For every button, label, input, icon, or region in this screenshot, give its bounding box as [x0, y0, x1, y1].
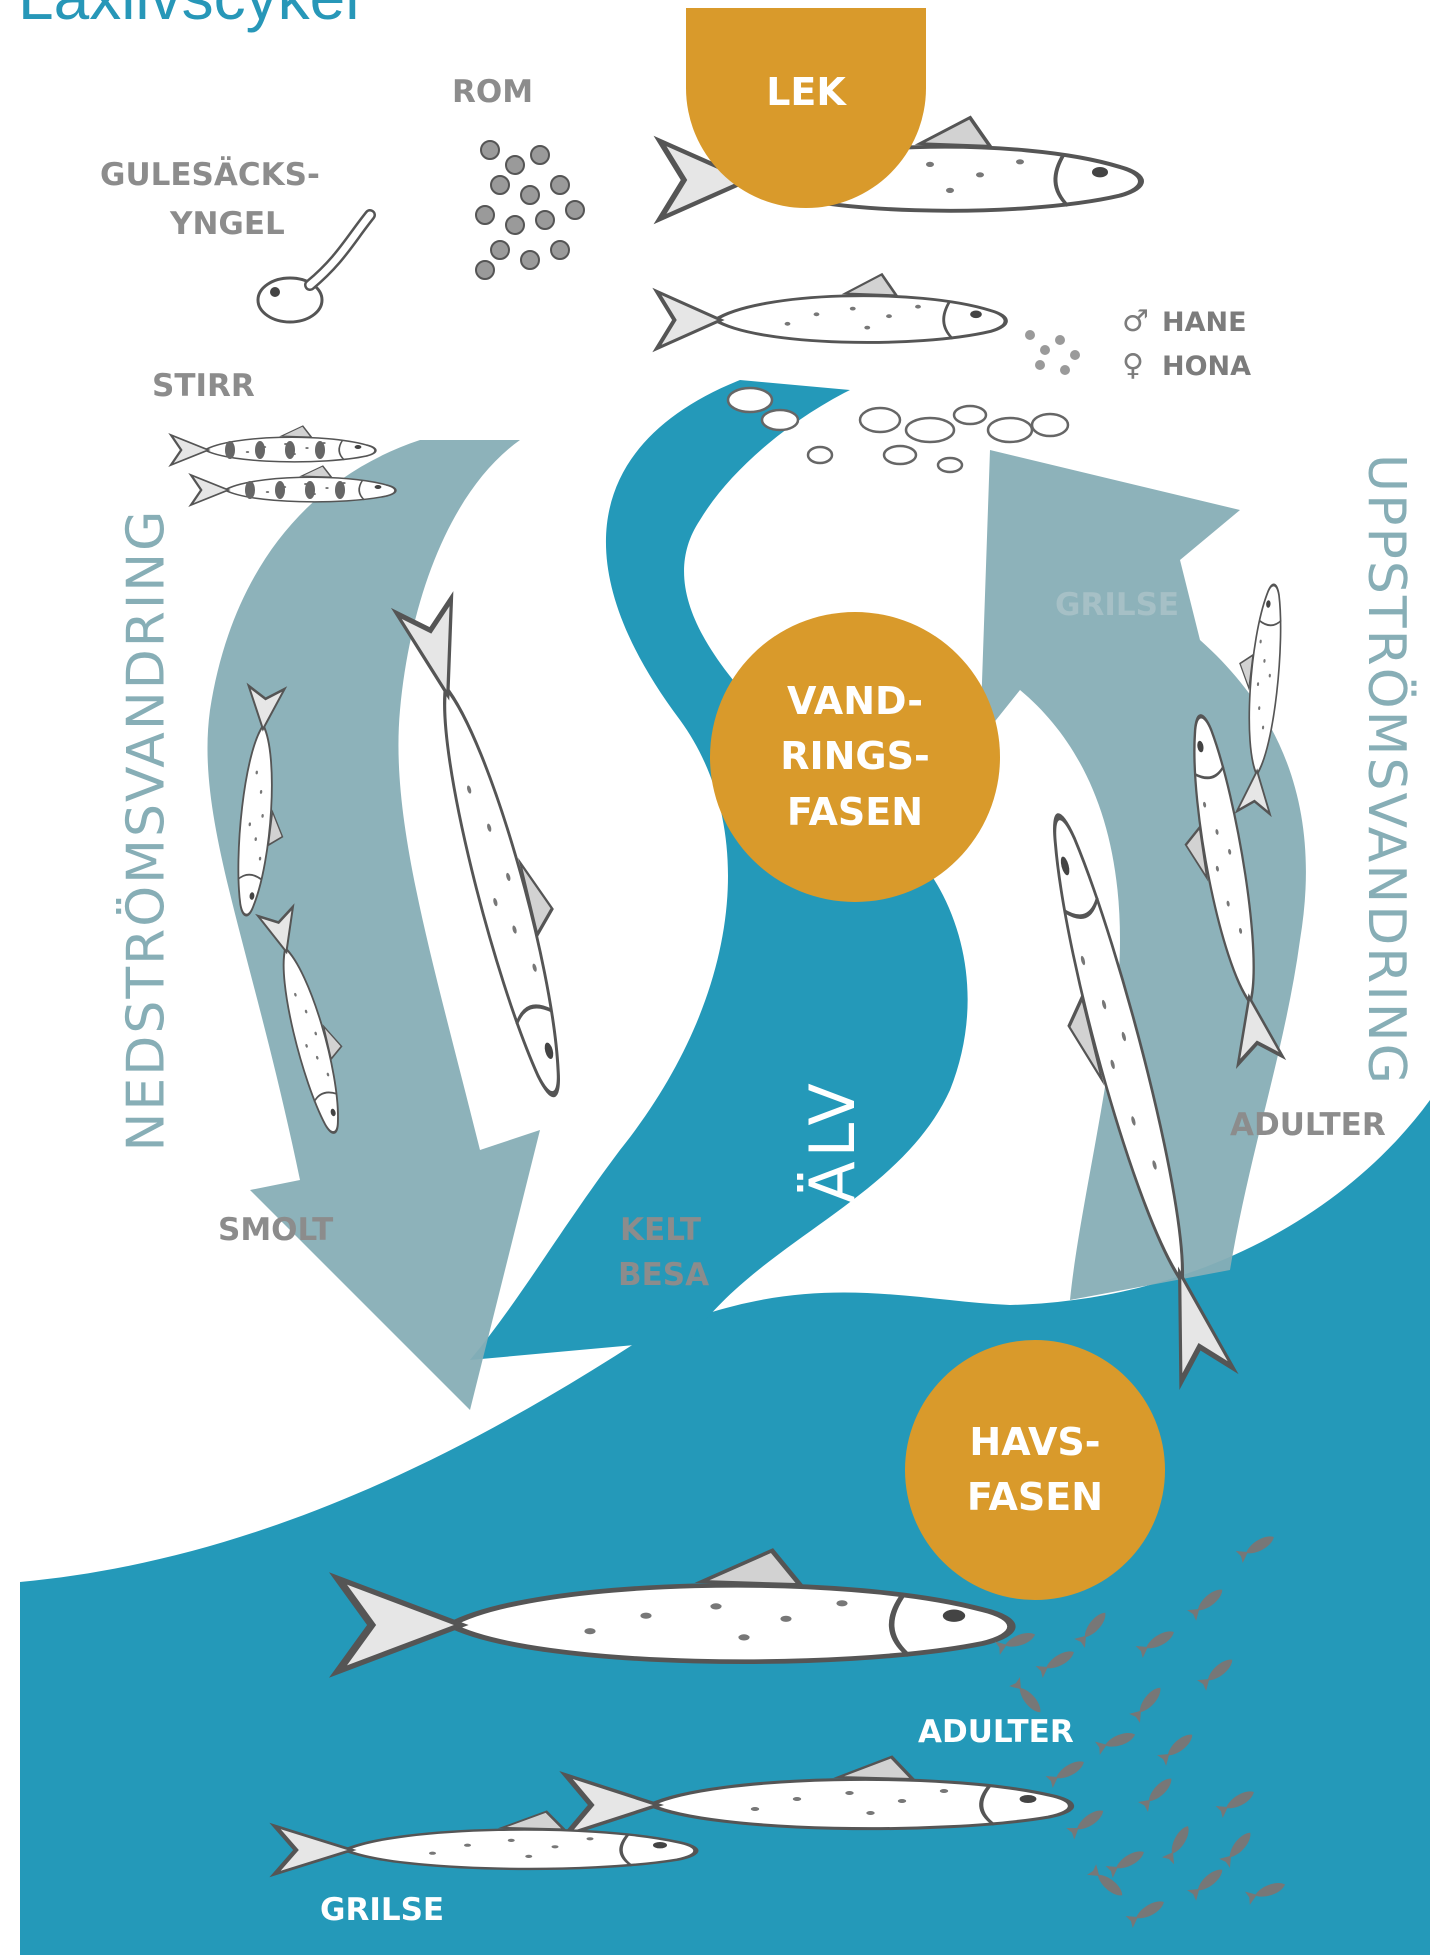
parr-illustration	[171, 426, 395, 505]
phase-label-lek: LEK	[766, 65, 846, 120]
phase-circle-hav: HAVS- FASEN	[905, 1340, 1165, 1600]
label-adulter-river: ADULTER	[1230, 1105, 1386, 1145]
roe-eggs-illustration	[476, 141, 584, 279]
label-grilse-sea: GRILSE	[320, 1890, 444, 1930]
female-symbol-icon: ♀	[1122, 344, 1162, 388]
downstream-migration-label: NEDSTRÖMSVANDRING	[116, 509, 176, 1152]
legend-female: ♀HONA	[1122, 344, 1251, 388]
legend-male: ♂HANE	[1122, 300, 1251, 344]
label-kelt: KELT	[620, 1210, 701, 1250]
label-stirr: STIRR	[152, 366, 255, 406]
label-besa: BESA	[618, 1255, 709, 1295]
phase-label-hav: HAVS- FASEN	[967, 1415, 1103, 1525]
phase-circle-vandring: VAND- RINGS- FASEN	[710, 612, 1000, 902]
male-symbol-icon: ♂	[1122, 300, 1162, 344]
label-rom: ROM	[452, 72, 533, 112]
label-gulesacks-line2: YNGEL	[170, 204, 285, 244]
upstream-migration-label: UPPSTRÖMSVANDRING	[1356, 454, 1416, 1086]
label-grilse-river: GRILSE	[1055, 585, 1179, 625]
label-adulter-sea: ADULTER	[918, 1712, 1074, 1752]
eggs-in-gravel	[1025, 330, 1080, 375]
label-gulesacks-line1: GULESÄCKS-	[100, 155, 320, 195]
legend-male-label: HANE	[1162, 307, 1247, 338]
label-smolt: SMOLT	[218, 1210, 333, 1250]
phase-label-vandring: VAND- RINGS- FASEN	[780, 674, 930, 839]
legend-female-label: HONA	[1162, 351, 1251, 382]
page-title: Laxlivscykel	[18, 0, 359, 34]
sex-legend: ♂HANE ♀HONA	[1122, 300, 1251, 387]
river-label: ÄLV	[796, 1079, 869, 1204]
